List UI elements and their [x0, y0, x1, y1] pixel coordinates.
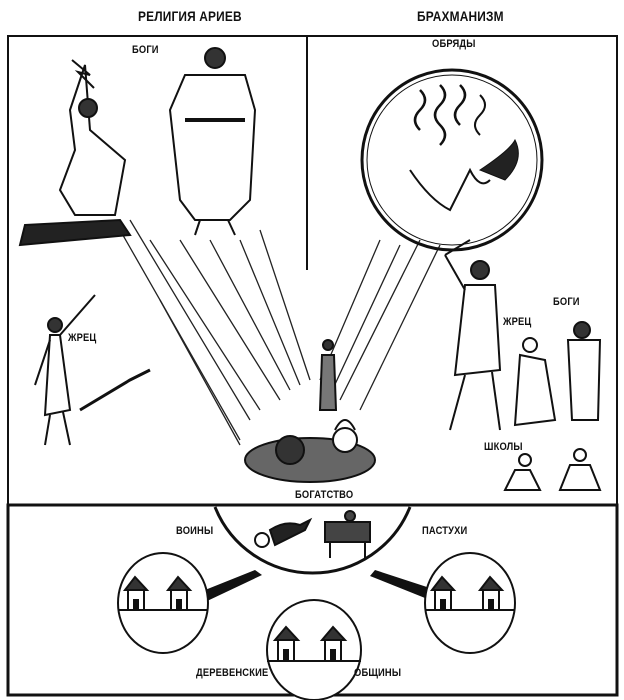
- hut-icon: [165, 575, 193, 611]
- hut-icon: [319, 625, 348, 662]
- label-gods-left: БОГИ: [132, 44, 159, 56]
- priest-right-icon: [444, 239, 502, 431]
- heading-brahmanism: БРАХМАНИЗМ: [417, 8, 504, 24]
- wealth-pile-icon: [244, 339, 376, 483]
- village-circle-right: [424, 552, 516, 654]
- hut-icon: [429, 575, 457, 611]
- rays: [119, 219, 441, 446]
- gods-right-icon: [513, 321, 602, 427]
- village-circle-center: [266, 599, 362, 700]
- chariot-herd-circle: [213, 506, 412, 575]
- pointer-right: [370, 570, 430, 598]
- label-rites: ОБРЯДЫ: [432, 38, 476, 50]
- label-gods-right: БОГИ: [553, 296, 580, 308]
- schools-students-icon: [503, 448, 602, 491]
- hut-icon: [122, 575, 150, 611]
- chariot-icon: [254, 517, 313, 548]
- village-circle-left: [117, 552, 209, 654]
- label-village: ДЕРЕВЕНСКИЕ: [196, 667, 269, 679]
- label-priest-left: ЖРЕЦ: [68, 332, 97, 344]
- label-warriors: ВОИНЫ: [176, 525, 214, 537]
- label-herders: ПАСТУХИ: [422, 525, 468, 537]
- oxen-herder-icon: [324, 510, 371, 558]
- hut-icon: [272, 625, 301, 662]
- label-communities: ОБЩИНЫ: [354, 667, 402, 679]
- label-wealth: БОГАТСТВО: [295, 489, 354, 501]
- pointer-left: [200, 570, 262, 602]
- hut-icon: [477, 575, 505, 611]
- label-priest-right: ЖРЕЦ: [503, 316, 532, 328]
- priest-left-icon: [34, 294, 151, 446]
- god-standing-icon: [168, 47, 257, 236]
- label-schools: ШКОЛЫ: [484, 441, 523, 453]
- heading-aryan-religion: РЕЛИГИЯ АРИЕВ: [138, 8, 242, 24]
- god-thunderer-icon: [18, 59, 132, 247]
- rites-fire-circle-icon: [360, 68, 544, 252]
